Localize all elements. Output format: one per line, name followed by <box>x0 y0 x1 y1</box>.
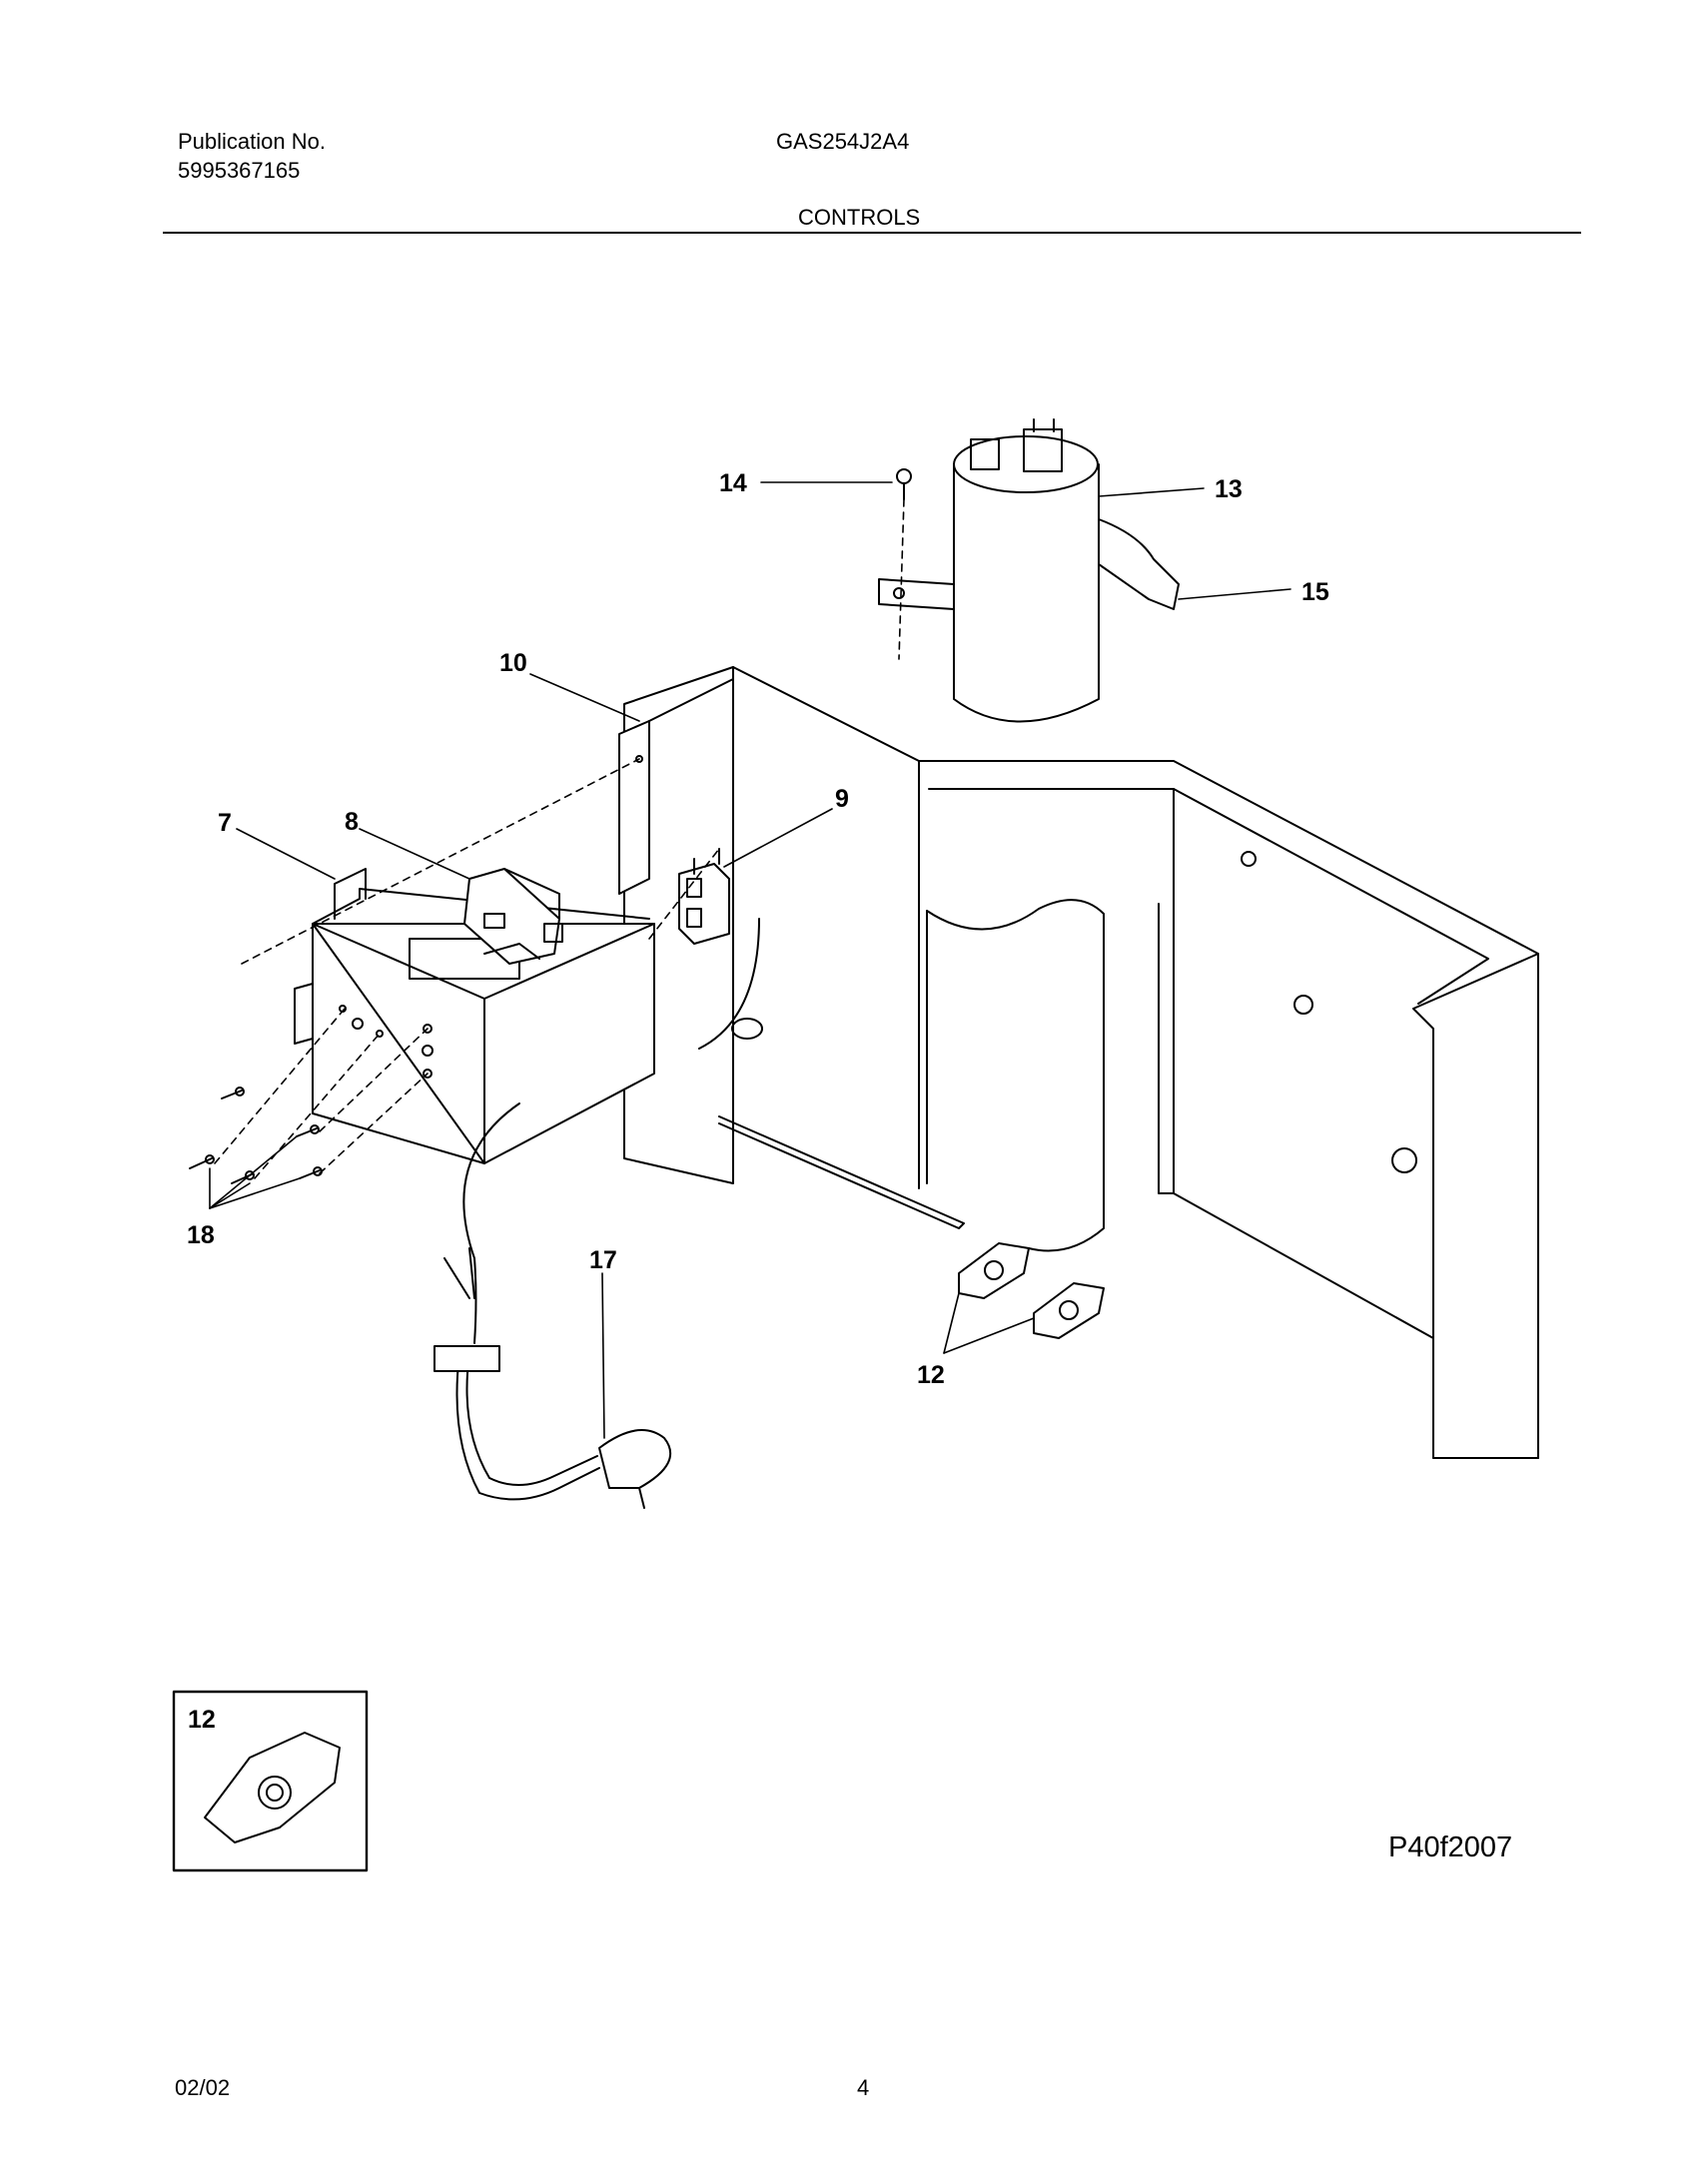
callout-15: 15 <box>1301 578 1329 606</box>
header-rule <box>163 232 1581 234</box>
switch-component <box>463 868 563 965</box>
figure-code: P40f2007 <box>1388 1831 1513 1863</box>
publication-label: Publication No. <box>178 129 326 154</box>
section-title: CONTROLS <box>798 205 921 230</box>
page-number: 4 <box>857 2075 870 2100</box>
control-box <box>294 868 655 1164</box>
callout-10: 10 <box>499 649 527 677</box>
callout-18: 18 <box>187 1221 215 1249</box>
callout-12: 12 <box>917 1361 945 1389</box>
callout-17: 17 <box>589 1246 617 1274</box>
footer-date: 02/02 <box>175 2075 231 2100</box>
control-panel-housing <box>623 666 1539 1459</box>
leader-lines <box>209 481 1291 1439</box>
callout-13: 13 <box>1215 475 1243 503</box>
callout-9: 9 <box>835 785 849 813</box>
callout-14: 14 <box>719 469 747 497</box>
model-number: GAS254J2A4 <box>776 129 910 154</box>
clip-pair <box>958 1242 1105 1339</box>
callout-8: 8 <box>345 808 359 836</box>
publication-number: 5995367165 <box>178 158 301 183</box>
callout-7: 7 <box>218 809 232 837</box>
power-cord <box>433 918 965 1509</box>
capacitor-screw <box>896 468 912 500</box>
inset-callout-12: 12 <box>188 1706 216 1734</box>
capacitor <box>878 418 1180 723</box>
inset-clip-detail <box>172 1690 369 1872</box>
bracket-panel <box>618 678 734 895</box>
